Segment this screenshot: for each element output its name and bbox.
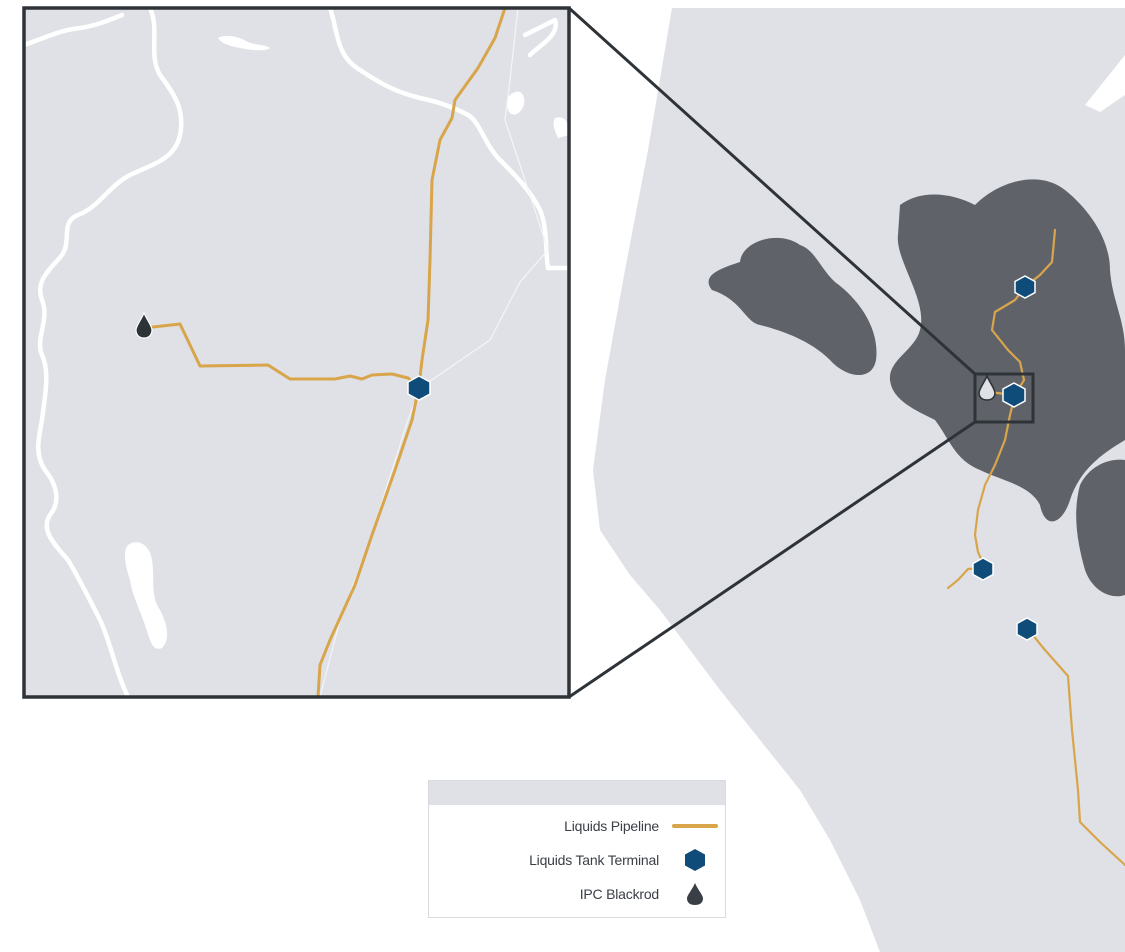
inset-ipc-blackrod-drop-icon [135, 311, 153, 339]
inset-lake-small-north [218, 35, 270, 51]
legend-header [429, 781, 725, 805]
hexagon-icon [669, 848, 721, 872]
legend-item-terminal: Liquids Tank Terminal [429, 843, 725, 877]
terminal-hexagon-central [1002, 382, 1026, 408]
connector-top [567, 6, 977, 376]
legend-item-pipeline: Liquids Pipeline [429, 809, 725, 843]
zoom-extent-box [973, 372, 1035, 424]
ipc-blackrod-drop-icon [978, 373, 996, 401]
map-legend: Liquids Pipeline Liquids Tank Terminal I… [428, 780, 726, 918]
river-north [24, 12, 125, 48]
terminal-hexagon-north [1014, 275, 1036, 299]
legend-item-ipc-blackrod: IPC Blackrod [429, 877, 725, 911]
inset-background [24, 8, 569, 697]
legend-label-ipc-blackrod: IPC Blackrod [579, 886, 659, 902]
inset-lake-east-2 [553, 117, 569, 138]
inset-rivers [24, 8, 569, 697]
region-west [708, 237, 877, 376]
inset-map [22, 6, 571, 699]
legend-label-pipeline: Liquids Pipeline [564, 818, 659, 834]
terminal-hexagon-south [972, 557, 994, 581]
river-north-central [327, 8, 569, 271]
inset-pipeline-lateral [151, 322, 421, 389]
pipeline-south [1025, 626, 1125, 867]
legend-label-terminal: Liquids Tank Terminal [529, 852, 659, 868]
region-east [1076, 459, 1125, 597]
river-northeast [522, 17, 558, 58]
river-west [36, 8, 184, 697]
oil-drop-icon [669, 882, 721, 906]
pipeline-line-icon [669, 814, 721, 838]
inset-lake-east [506, 91, 525, 115]
zoom-connectors [567, 6, 977, 699]
inset-pipeline-main [316, 8, 507, 697]
connector-bottom [568, 420, 976, 699]
inset-lake-south [124, 542, 168, 649]
overview-lake [1085, 55, 1125, 112]
inset-pipeline [151, 8, 507, 697]
inset-frame [22, 6, 571, 699]
terminal-hexagon-southeast [1016, 617, 1038, 641]
inset-terminal-hexagon [407, 375, 431, 401]
overview-map [593, 8, 1125, 952]
